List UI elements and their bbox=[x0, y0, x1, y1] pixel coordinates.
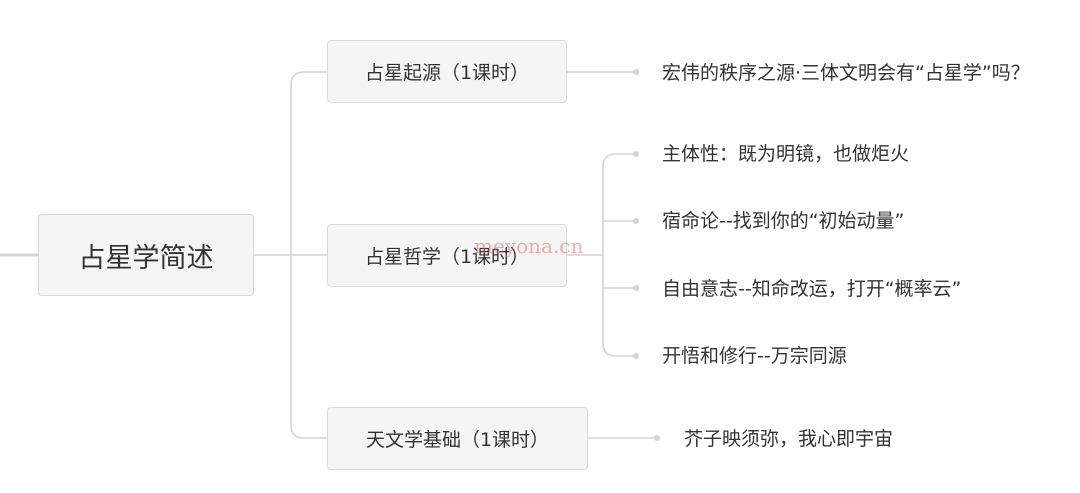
leaf-node-philosophy-2[interactable]: 宿命论--找到你的“初始动量” bbox=[662, 210, 905, 232]
watermark-text: meyona.cn bbox=[474, 234, 584, 258]
leaf6-dot bbox=[654, 435, 660, 441]
leaf-node-philosophy-1[interactable]: 主体性：既为明镜，也做炬火 bbox=[662, 143, 910, 165]
leaf-node-philosophy-3[interactable]: 自由意志--知命改运，打开“概率云” bbox=[662, 278, 962, 300]
branch-node-origin[interactable]: 占星起源（1课时） bbox=[327, 40, 567, 103]
branch-node-astronomy[interactable]: 天文学基础（1课时） bbox=[327, 407, 588, 470]
root-node[interactable]: 占星学简述 bbox=[38, 214, 254, 296]
branch-trunk-connector bbox=[290, 71, 327, 439]
leaf-node-origin-1[interactable]: 宏伟的秩序之源·三体文明会有“占星学”吗？ bbox=[662, 62, 1030, 84]
leaf-node-astronomy-1[interactable]: 芥子映须弥，我心即宇宙 bbox=[684, 428, 894, 450]
branch2-leaf-bracket bbox=[602, 153, 636, 357]
leaf4-dot bbox=[633, 285, 639, 291]
leaf1-dot bbox=[633, 69, 639, 75]
leaf3-dot bbox=[633, 218, 639, 224]
leaf5-dot bbox=[633, 353, 639, 359]
branch-node-philosophy[interactable]: 占星哲学（1课时） bbox=[327, 224, 567, 287]
leaf-node-philosophy-4[interactable]: 开悟和修行--万宗同源 bbox=[662, 345, 847, 367]
leaf2-dot bbox=[633, 151, 639, 157]
